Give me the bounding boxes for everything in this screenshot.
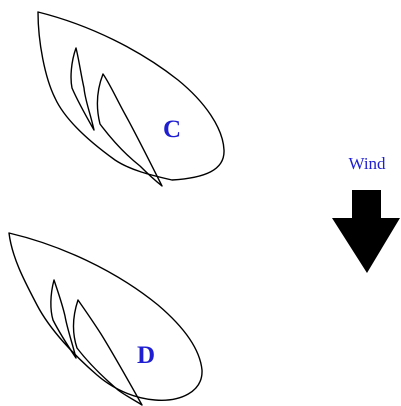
sail-d-batten-upper (50, 279, 77, 359)
wind-label: Wind (348, 154, 386, 173)
sail-d-batten-lower (72, 299, 143, 406)
sail-c-batten-lower (96, 73, 163, 187)
wind-arrow-icon (332, 190, 400, 273)
sail-d-label: D (137, 342, 155, 369)
sail-d-outline (8, 232, 203, 401)
sail-c-batten-upper (70, 47, 95, 131)
sail-c-label: C (163, 116, 181, 143)
wind-indicator: Wind (332, 154, 400, 273)
sail-d: D (8, 232, 203, 406)
sail-c-outline (37, 11, 225, 181)
sail-c: C (37, 11, 225, 187)
